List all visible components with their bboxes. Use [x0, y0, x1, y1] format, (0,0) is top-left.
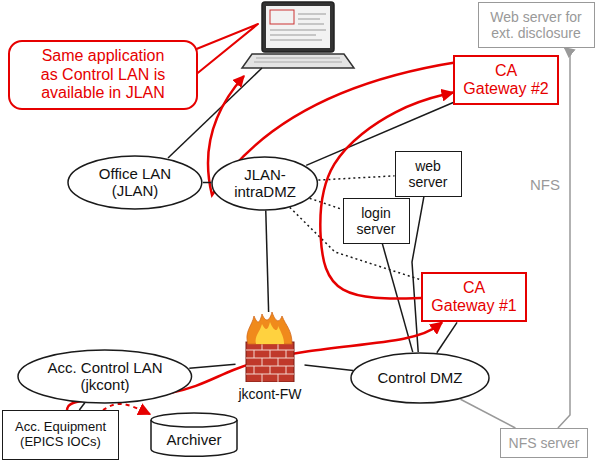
- node-label: Acc. Control LAN (jkcont): [46, 359, 164, 394]
- node-label: Web server for ext. disclosure: [486, 9, 586, 41]
- laptop-keys: [254, 58, 342, 62]
- text-block: web server: [403, 158, 453, 190]
- connector: [79, 403, 84, 410]
- brick-mortar: [246, 342, 294, 382]
- text-block: NFS server: [509, 435, 580, 451]
- connector: [310, 198, 343, 209]
- node-label: Control DMZ: [377, 369, 462, 386]
- text-block: CA Gateway #2: [462, 62, 550, 99]
- connector: [305, 365, 354, 371]
- flame-core: [256, 322, 284, 344]
- text-block: Archiver: [166, 431, 221, 448]
- text-block: Acc. Control LAN (jkcont): [46, 359, 164, 394]
- text-block: Office LAN (JLAN): [90, 165, 180, 200]
- server-box: NFS server: [500, 428, 588, 458]
- ellipse-shape: [68, 156, 202, 209]
- network-ellipse: Control DMZ: [350, 352, 490, 404]
- equipment-box: Acc. Equipment (EPICS IOCs): [2, 410, 119, 460]
- screen-window: [270, 10, 294, 24]
- connector: [203, 182, 211, 184]
- callout-pointer: [194, 24, 258, 76]
- firewall-icon: [240, 312, 300, 382]
- connector: [460, 399, 515, 428]
- node-label: CA Gateway #1: [430, 279, 518, 316]
- connector: [437, 322, 457, 352]
- text-block: Web server for ext. disclosure: [486, 9, 586, 41]
- node-label: CA Gateway #2: [462, 62, 550, 99]
- text-block: login server: [351, 205, 401, 237]
- ellipse-shape: [212, 157, 317, 210]
- network-ellipse: Office LAN (JLAN): [67, 155, 203, 210]
- database-cylinder: Archiver: [150, 413, 238, 456]
- node-label: Office LAN (JLAN): [90, 165, 180, 200]
- laptop-base: [242, 54, 354, 68]
- ellipse-shape: [18, 350, 192, 403]
- connector: [318, 176, 394, 180]
- server-box: web server: [395, 151, 462, 196]
- text-block: jkcont-FW: [239, 386, 302, 402]
- connector: [558, 48, 570, 428]
- node-label: Archiver: [166, 431, 221, 448]
- connector: [266, 210, 269, 312]
- node-label: Acc. Equipment (EPICS IOCs): [11, 420, 111, 450]
- node-label: jkcont-FW: [239, 386, 302, 402]
- text-block: JLAN-intraDMZ: [230, 166, 300, 201]
- cylinder-rim: [151, 420, 237, 427]
- text-block: Control DMZ: [377, 369, 462, 386]
- gateway-box: CA Gateway #2: [453, 55, 559, 106]
- server-box: login server: [343, 198, 410, 243]
- laptop-screen: [262, 2, 334, 52]
- ellipse-shape: [351, 353, 489, 403]
- text-block: CA Gateway #1: [430, 279, 518, 316]
- laptop-icon: [242, 2, 354, 68]
- node-label: web server: [403, 158, 453, 190]
- screen-lines: [270, 14, 326, 40]
- node-label: login server: [351, 205, 401, 237]
- firewall: jkcont-FW: [236, 312, 305, 410]
- gateway-box: CA Gateway #1: [421, 272, 527, 323]
- network-ellipse: Acc. Control LAN (jkcont): [17, 349, 193, 404]
- flame: [247, 312, 292, 344]
- connector: [189, 364, 235, 368]
- network-ellipse: JLAN-intraDMZ: [211, 156, 318, 211]
- text-block: Acc. Equipment (EPICS IOCs): [11, 420, 111, 450]
- brick-wall: [246, 342, 294, 382]
- cylinder-body: [151, 413, 237, 456]
- node-label: Same application as Control LAN is avail…: [37, 47, 169, 102]
- node-label: JLAN-intraDMZ: [230, 166, 300, 201]
- external-server-box: Web server for ext. disclosure: [478, 2, 595, 47]
- node-label: NFS server: [509, 435, 580, 451]
- laptop-display: [266, 6, 330, 48]
- text-block: Same application as Control LAN is avail…: [37, 47, 169, 102]
- edge-label: NFS: [528, 176, 562, 193]
- callout-box: Same application as Control LAN is avail…: [8, 40, 198, 110]
